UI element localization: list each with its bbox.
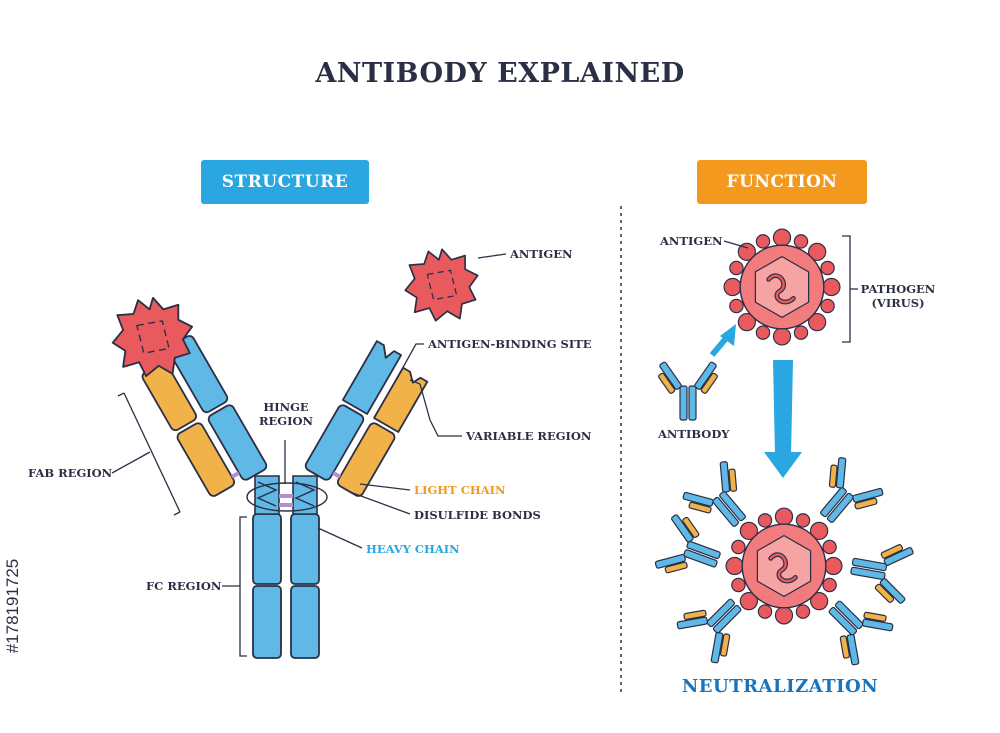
hinge-label-line2: REGION <box>258 414 314 428</box>
antigen-label: ANTIGEN <box>510 247 573 261</box>
page-title: ANTIBODY EXPLAINED <box>315 58 685 89</box>
antibody-label: ANTIBODY <box>658 427 730 441</box>
light-chain-label: LIGHT CHAIN <box>414 483 506 497</box>
variable-region-label: VARIABLE REGION <box>466 429 592 443</box>
disulfide-bonds-label: DISULFIDE BONDS <box>414 508 541 522</box>
heavy-chain-label: HEAVY CHAIN <box>366 542 460 556</box>
pathogen-label: PATHOGEN (VIRUS) <box>858 282 938 310</box>
hinge-region-label: HINGE REGION <box>258 400 314 428</box>
fc-region-label: FC REGION <box>146 579 222 593</box>
function-antigen-label: ANTIGEN <box>660 234 723 248</box>
stock-id-text: #178191725 <box>3 558 22 654</box>
pathogen-label-line2: (VIRUS) <box>871 296 925 310</box>
right-fab-arm <box>304 340 429 497</box>
neutralization-arrow <box>764 360 802 478</box>
antigen-binding-site-label: ANTIGEN-BINDING SITE <box>428 337 592 351</box>
fab-region-label: FAB REGION <box>28 466 113 480</box>
structure-leader-lines <box>111 253 507 657</box>
free-antigen <box>404 248 479 322</box>
structure-section-header: STRUCTURE <box>201 160 369 204</box>
hinge-label-line1: HINGE <box>263 400 309 414</box>
neutralized-virus <box>726 508 842 624</box>
function-leader-lines <box>723 235 858 343</box>
pathogen-label-line1: PATHOGEN <box>860 282 936 296</box>
function-section-header: FUNCTION <box>697 160 867 204</box>
stock-id-watermark: #178191725 <box>0 496 28 733</box>
fc-heavy-chains <box>246 475 328 659</box>
neutralization-label: NEUTRALIZATION <box>681 676 879 697</box>
free-antibody <box>652 360 724 421</box>
binding-arrow <box>709 324 736 357</box>
